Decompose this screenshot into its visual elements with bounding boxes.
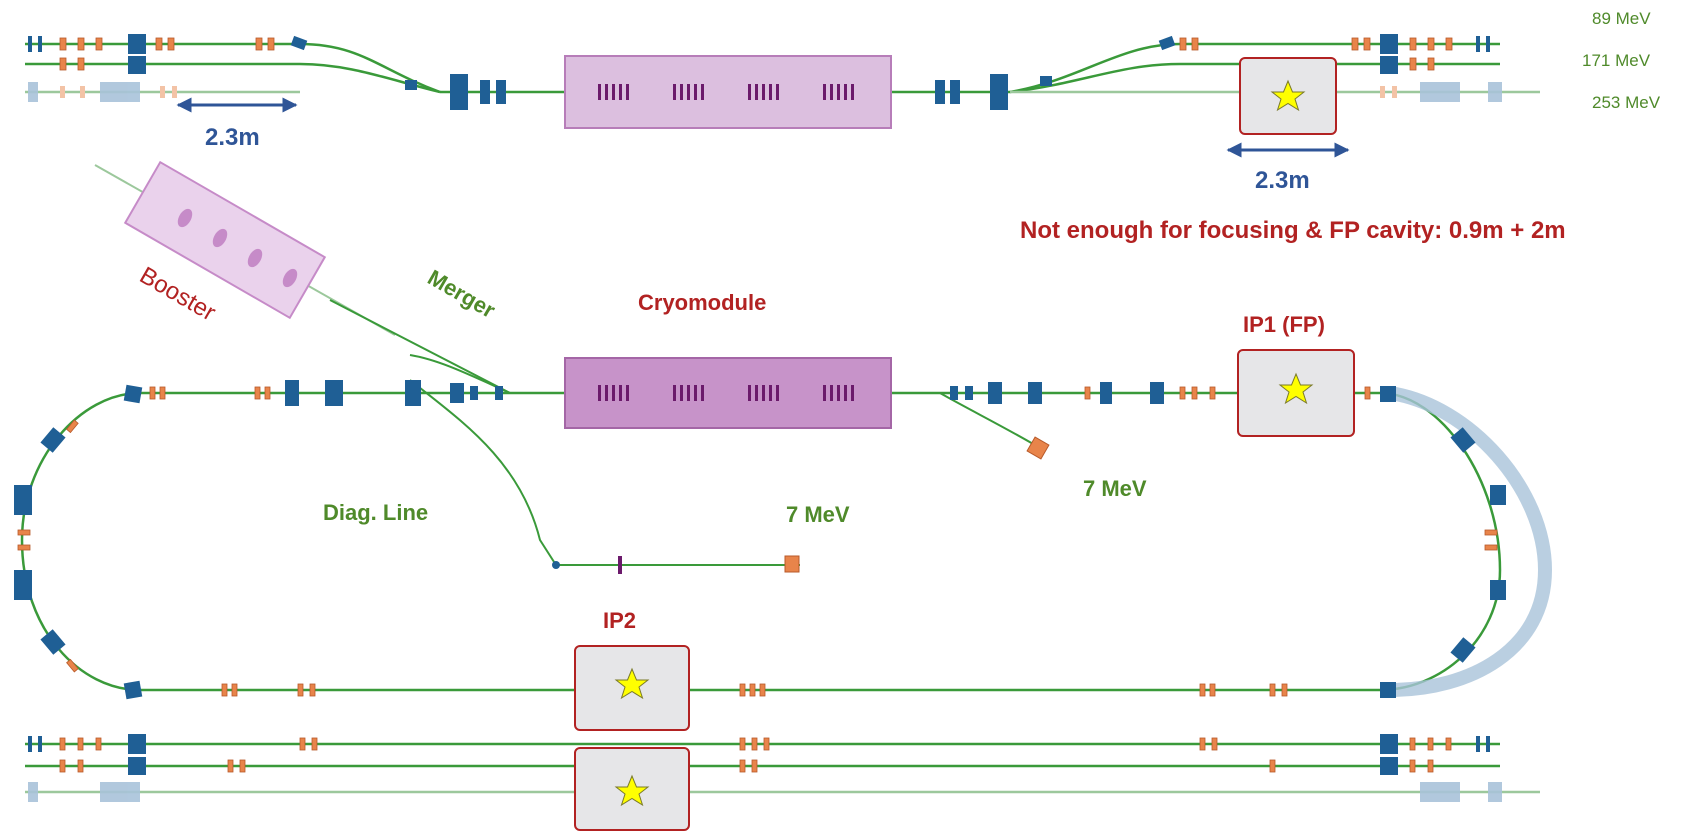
top-arc-section <box>25 34 1540 158</box>
ip2-label: IP2 <box>603 608 636 633</box>
length-label-right: 2.3m <box>1255 167 1310 194</box>
dump-energy-label-left: 7 MeV <box>786 502 850 527</box>
warning-text: Not enough for focusing & FP cavity: 0.9… <box>1020 217 1566 244</box>
ring-beamline <box>20 391 1502 692</box>
booster-label: Booster <box>135 262 220 327</box>
dump-energy-label-right: 7 MeV <box>1083 476 1147 501</box>
star-icon <box>614 667 650 700</box>
merger-label: Merger <box>424 265 500 324</box>
top-cavities <box>598 84 854 100</box>
main-ring <box>14 160 1553 731</box>
cavities <box>598 385 854 401</box>
energy-label-171: 171 MeV <box>1582 51 1651 70</box>
star-icon <box>1270 79 1306 112</box>
bottom-section <box>25 734 1540 831</box>
length-label-left: 2.3m <box>205 124 260 151</box>
energy-label-253: 253 MeV <box>1592 93 1661 112</box>
star-icon <box>1278 372 1314 405</box>
energy-label-89: 89 MeV <box>1592 9 1651 28</box>
ip1-label: IP1 (FP) <box>1243 312 1325 337</box>
star-icon <box>614 774 650 807</box>
diag-line-label: Diag. Line <box>323 500 428 525</box>
cryomodule-label: Cryomodule <box>638 290 766 315</box>
